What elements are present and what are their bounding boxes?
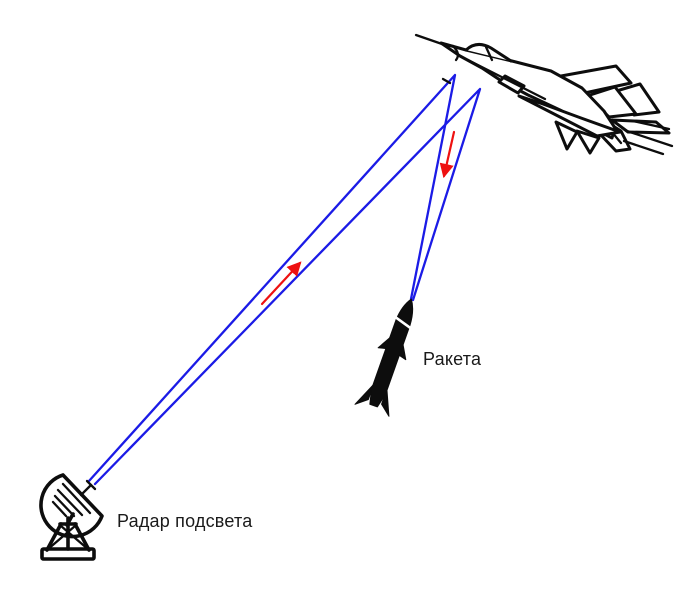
radar-label: Радар подсвета <box>117 511 253 531</box>
jet-ventral-fin-1 <box>554 120 579 151</box>
missile-icon <box>354 298 414 417</box>
downlink-signal-arrow <box>439 130 456 179</box>
jet-ventral-fin-2 <box>575 129 601 155</box>
aircraft-to-missile-beam <box>93 87 482 486</box>
jet-intake <box>497 74 526 95</box>
jet-pitot <box>414 33 444 46</box>
radar-dish-ribs <box>51 482 92 518</box>
radar-dish-tower-icon <box>39 473 104 561</box>
speed-lines <box>622 119 674 156</box>
uplink-signal-arrow <box>260 261 302 306</box>
radar-feed <box>79 479 97 497</box>
missile-label: Ракета <box>423 349 482 369</box>
jet-stabilizer <box>610 118 671 135</box>
fighter-jet-icon <box>414 33 674 156</box>
jet-near-wing <box>517 94 622 138</box>
missile-body <box>369 298 414 408</box>
radar-to-aircraft-beam <box>87 73 457 483</box>
radar-dish <box>39 473 104 539</box>
